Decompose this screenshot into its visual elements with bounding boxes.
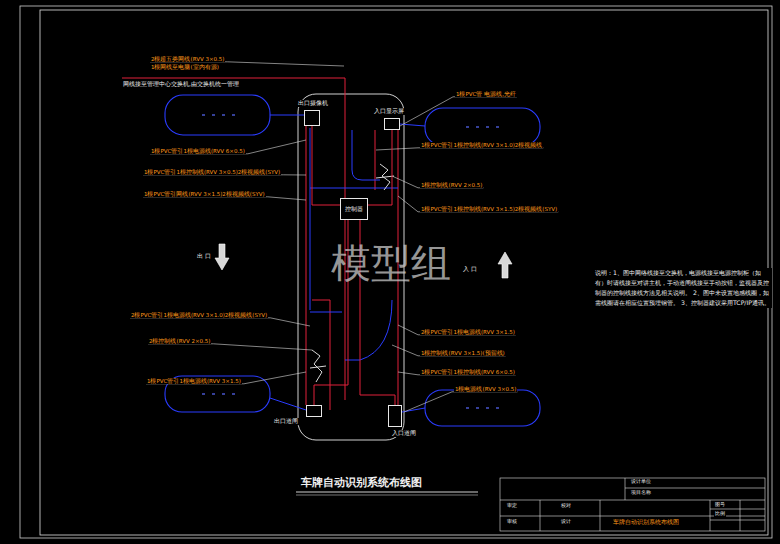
cable-run: [312, 126, 340, 205]
cable-label: 1根PVC管引1根控制线(RVV 3×1.5)2根视频线(SYV): [420, 206, 558, 212]
drawing-title: 车牌自动识别系统布线图: [300, 477, 423, 490]
leader-line: [146, 372, 306, 384]
cable-label: 1根PVC管 电源线,光纤: [455, 91, 517, 97]
cable-label: 校对: [560, 503, 572, 509]
device-label: 入口显示屏: [373, 108, 405, 115]
device-label: 入口道闸: [391, 430, 417, 437]
cable-label: 1根PVC管引1根控制线(RVV 6×0.5): [420, 369, 516, 375]
cable-label: 比例: [714, 511, 726, 517]
cable-label: 1根PVC管引1根电源线(RVV 6×0.5): [150, 148, 246, 154]
device-box: 入口显示屏: [384, 118, 400, 130]
cable-label: 车牌自动识别系统布线图: [612, 519, 680, 526]
cable-label: 设计: [560, 519, 572, 525]
device-box: 入口道闸: [388, 405, 402, 427]
cable-label: 审核: [506, 519, 518, 525]
leader-line: [148, 344, 312, 350]
leader-line: [392, 345, 506, 356]
cable-label: 2根超五类网线(RVV 3×0.5): [150, 56, 225, 62]
leader-line: [400, 97, 517, 126]
cable-run: [368, 130, 392, 205]
device-label: 出口道闸: [273, 418, 299, 425]
device-box: 出口道闸: [306, 405, 322, 417]
cable-label: 2根控制线(RVV 2×0.5): [148, 338, 211, 344]
device-box: 出口摄像机: [304, 110, 320, 126]
leader-line: [398, 325, 516, 335]
leader-line: [404, 392, 517, 412]
cable-label: 1根电源线(RVV 3×0.5): [454, 386, 517, 392]
cable-label: 入 口: [462, 266, 478, 273]
leader-line: [392, 176, 483, 188]
cable-label: 审定: [506, 503, 518, 509]
cable-label: 设计单位: [630, 479, 652, 485]
controller-box: 控制器: [340, 198, 368, 220]
cable-label: 2根PVC管引1根电源线(RVV 3×1.5): [420, 329, 516, 335]
device-label: 控制器: [344, 206, 364, 213]
cable-label: 项目名称: [630, 490, 652, 496]
cable-label: 出 口: [196, 253, 212, 260]
notes-text: 说明：1、图中网络线接至交换机，电源线接至电源控制柜（如有）时请线接至对讲主机，…: [594, 268, 772, 308]
leader-line: [150, 140, 306, 154]
cable-label: 1根网线至电脑(室内有源): [150, 64, 220, 70]
cable-label: 2根PVC管引1根电源线(RVV 3×1.0)2根视频线(SYV): [130, 312, 268, 318]
cable-label: 1根PVC管引1根电源线(RVV 3×1.5): [146, 378, 242, 384]
cable-label: 1根PVC管引1根控制线(RVV 3×1.0)2根视频线: [420, 142, 543, 148]
cable-label: 1根PVC管引网线(RVV 3×1.5)2根视频线(SYV): [143, 191, 266, 197]
cable-label: 网线接至管理中心交换机,由交换机统一管理: [122, 81, 240, 87]
cable-label: 1根控制线(RVV 2×0.5): [420, 182, 483, 188]
leader-line: [398, 196, 558, 212]
cable-label: 图号: [714, 502, 726, 508]
cable-label: 1根PVC管引1根控制线(RVV 3×0.5)2根视频线(SYV): [143, 169, 281, 175]
leader-line: [130, 318, 310, 326]
device-label: 出口摄像机: [297, 100, 329, 107]
cable-label: 1根控制线(RVV 3×1.5)(预留线): [420, 350, 506, 356]
watermark: 模型组: [330, 240, 452, 286]
